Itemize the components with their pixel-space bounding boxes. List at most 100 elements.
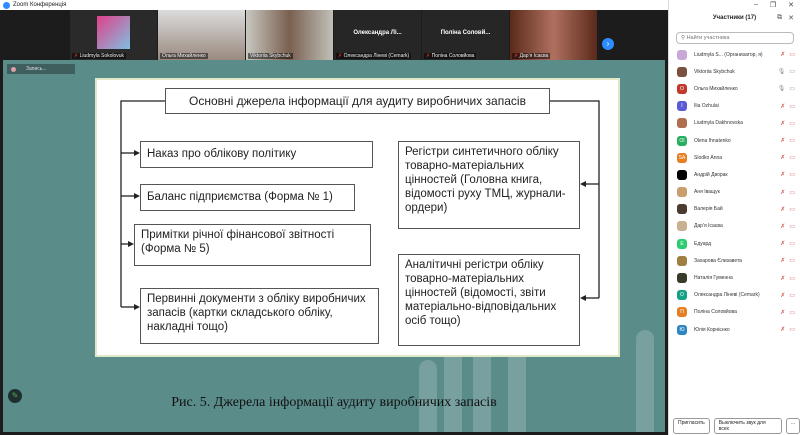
muted-mic-icon: ✗ [338,53,343,59]
video-tile[interactable]: ✗ Дарʼя Ісаєва [510,10,597,60]
muted-mic-icon[interactable]: ✗ [780,138,786,145]
avatar: О [677,290,687,301]
muted-mic-icon[interactable]: ✗ [780,206,786,213]
video-icon[interactable]: ▭ [789,86,795,93]
avatar: SA [677,152,687,163]
avatar: Ю [677,324,687,335]
video-off-icon[interactable]: ▭ [789,309,795,316]
mic-icon[interactable]: 🎙 [777,69,786,76]
muted-mic-icon[interactable]: ✗ [780,258,786,265]
muted-mic-icon[interactable]: ✗ [780,241,786,248]
avatar: Е [677,238,687,249]
video-off-icon[interactable]: ▭ [789,52,795,59]
participant-row[interactable]: Аня Іващук ✗▭ [669,184,800,201]
close-panel-icon[interactable]: ✕ [788,15,794,22]
video-off-icon[interactable]: ▭ [789,155,795,162]
mic-icon[interactable]: 🎙 [777,86,786,93]
participant-name: Liudmyla Sokolovuk [79,53,125,59]
video-off-icon[interactable]: ▭ [789,327,795,334]
avatar [677,66,687,77]
more-button[interactable]: ... [785,418,800,434]
diagram-title-box: Основні джерела інформації для аудиту ви… [165,88,550,114]
participant-list: Liudmyla S... (Организатор, я)✗▭Viktorii… [669,46,800,338]
muted-mic-icon[interactable]: ✗ [780,155,786,162]
video-off-icon[interactable]: ▭ [789,120,795,127]
participant-row[interactable]: П Поліна Соловйова ✗▭ [669,304,800,321]
pop-out-icon[interactable]: ⧉ [777,14,783,21]
video-off-icon[interactable]: ▭ [789,138,795,145]
muted-mic-icon[interactable]: ✗ [780,292,786,299]
avatar: О [677,83,687,94]
participant-name: Аня Іващук [694,189,720,196]
avatar: П [677,307,687,318]
invite-button[interactable]: Пригласить [673,418,710,434]
muted-mic-icon[interactable]: ✗ [780,172,786,179]
muted-mic-icon[interactable]: ✗ [780,103,786,110]
participant-name: Ольга Михайленко [160,53,208,59]
muted-mic-icon[interactable]: ✗ [780,327,786,334]
muted-mic-icon[interactable]: ✗ [780,275,786,282]
participant-name: Валерія Бай [694,206,723,213]
video-off-icon[interactable]: ▭ [789,292,795,299]
video-tile[interactable]: Поліна Соловй... ✗ Поліна Соловйова [422,10,509,60]
video-tile[interactable]: ✗ Liudmyla Sokolovuk [70,10,157,60]
participant-row[interactable]: Валерія Бай ✗▭ [669,201,800,218]
video-icon[interactable]: ▭ [789,69,795,76]
mute-all-button[interactable]: Выключить звук для всех [713,418,782,434]
video-tile[interactable]: Ольга Михайленко [158,10,245,60]
register-box: Регістри синтетичного обліку товарно-мат… [398,141,580,229]
decoration [419,360,437,432]
video-off-icon[interactable]: ▭ [789,103,795,110]
participant-row[interactable]: Захарова Єлизавета ✗▭ [669,252,800,269]
search-placeholder: Найти участника [686,35,730,41]
participant-row[interactable]: О Олександра Ліневі (Cemark) ✗▭ [669,287,800,304]
view-options-label: Запись... [26,66,47,72]
muted-mic-icon[interactable]: ✗ [780,223,786,230]
video-tile[interactable]: Viktoriia Skybchuk [246,10,333,60]
video-off-icon[interactable]: ▭ [789,189,795,196]
participant-row[interactable]: Дарʼя Ісаєва ✗▭ [669,218,800,235]
muted-mic-icon[interactable]: ✗ [780,52,786,59]
participant-row[interactable]: Liudmyla S... (Организатор, я)✗▭ [669,46,800,63]
diagram-connectors [120,100,600,310]
participant-search-input[interactable]: ⚲ Найти участника [676,32,794,44]
video-tile[interactable]: Олександра Лі... ✗ Олександра Ліневі (Ce… [334,10,421,60]
restore-icon[interactable]: ❐ [769,2,777,9]
participant-row[interactable]: Андрій Дворак✗▭ [669,166,800,183]
video-off-icon[interactable]: ▭ [789,172,795,179]
muted-mic-icon: ✗ [514,53,519,59]
video-off-icon[interactable]: ▭ [789,275,795,282]
participant-name: Поліна Соловйова [694,309,737,316]
participant-name: Дарʼя Ісаєва [694,223,723,230]
participant-row[interactable]: Ю Юлія Корнієнко ✗▭ [669,321,800,338]
zoom-logo-icon [3,1,10,9]
participant-row[interactable]: Liudmyla Dakhnovska✗▭ [669,115,800,132]
record-icon [11,66,16,72]
minimize-icon[interactable]: – [753,1,758,8]
next-page-button[interactable]: › [602,38,614,50]
video-off-icon[interactable]: ▭ [789,258,795,265]
view-options-button[interactable]: Запись... [7,64,75,74]
video-off-icon[interactable]: ▭ [789,206,795,213]
video-off-icon[interactable]: ▭ [789,223,795,230]
participant-name: Олександра Ліневі (Cemark) [694,292,760,299]
muted-mic-icon: ✗ [426,53,431,59]
participant-name: Захарова Єлизавета [694,257,742,264]
annotate-pen-icon[interactable]: ✎ [8,389,22,403]
avatar [677,49,687,60]
muted-mic-icon[interactable]: ✗ [780,189,786,196]
video-off-icon[interactable]: ▭ [789,241,795,248]
close-icon[interactable]: ✕ [788,2,794,9]
muted-mic-icon[interactable]: ✗ [780,309,786,316]
participant-row[interactable]: Наталія Гуменна✗▭ [669,269,800,286]
source-box: Наказ про облікову політику [140,141,373,168]
participant-row[interactable]: Viktoriia Skybchuk🎙▭ [669,63,800,80]
participant-name: Ilia Ozhulai [694,103,719,110]
participant-name: Юлія Корнієнко [694,326,730,333]
muted-mic-icon[interactable]: ✗ [780,120,786,127]
